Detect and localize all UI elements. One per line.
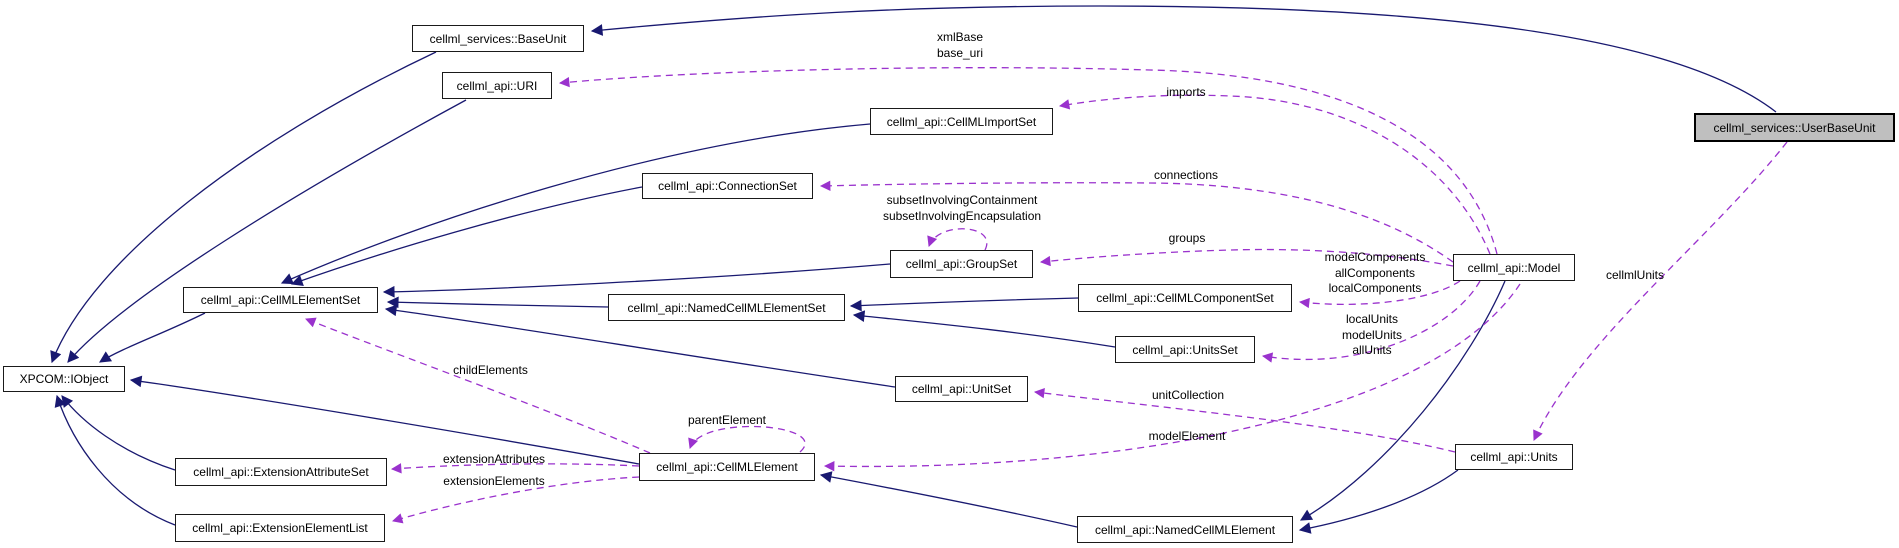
edge-baseunit-to-iobject (50, 51, 437, 364)
node-namedcellmlelement[interactable]: cellml_api::NamedCellMLElement (1077, 516, 1293, 543)
edge-groupset-to-elementset (382, 263, 891, 298)
node-extensionelementlist[interactable]: cellml_api::ExtensionElementList (175, 514, 385, 542)
edge-model-to-cellmlelement-modelelement (823, 283, 1521, 472)
edge-label-units-members: localUnits modelUnits allUnits (1341, 312, 1403, 357)
edge-label-cellmlunits: cellmlUnits (1605, 268, 1664, 282)
edge-userbaseunit-to-units-cellmlunits (1533, 141, 1788, 441)
edge-label-imports: imports (1166, 85, 1206, 99)
node-iobject[interactable]: XPCOM::IObject (3, 366, 125, 392)
edge-label-groups: groups (1168, 231, 1206, 245)
edge-label-components: modelComponents allComponents localCompo… (1324, 250, 1426, 295)
edge-unitsset-to-namedset (852, 310, 1116, 348)
edge-label-parentelement: parentElement (687, 413, 767, 427)
node-baseunit[interactable]: cellml_services::BaseUnit (412, 25, 584, 52)
node-connectionset[interactable]: cellml_api::ConnectionSet (642, 173, 813, 199)
edge-elementset-to-iobject (99, 312, 206, 363)
edge-cellmlelement-to-extattrset (390, 463, 640, 474)
edge-userbaseunit-to-baseunit (590, 5, 1777, 113)
node-units[interactable]: cellml_api::Units (1455, 444, 1573, 470)
edge-units-to-unitset-unitcollection (1033, 387, 1456, 453)
edge-label-extensionattributes: extensionAttributes (442, 452, 546, 466)
node-namedcellmlelementset[interactable]: cellml_api::NamedCellMLElementSet (608, 294, 845, 321)
edge-extattrset-to-iobject (61, 395, 176, 471)
node-cellmlelementset[interactable]: cellml_api::CellMLElementSet (183, 287, 378, 313)
edge-label-modelelement: modelElement (1148, 429, 1226, 443)
node-cellmlcomponentset[interactable]: cellml_api::CellMLComponentSet (1078, 284, 1292, 312)
edge-model-to-connectionset-connections (819, 180, 1454, 263)
edge-unitset-to-elementset (384, 304, 896, 388)
node-unitset[interactable]: cellml_api::UnitSet (895, 376, 1028, 402)
edge-groupset-selfloop-subset (927, 228, 988, 251)
edge-cellmlelement-to-extelemlist (392, 476, 640, 524)
edge-componentset-to-namedset (849, 297, 1079, 312)
edge-label-subset-involving: subsetInvolvingContainment subsetInvolvi… (882, 193, 1042, 223)
node-unitsset[interactable]: cellml_api::UnitsSet (1115, 336, 1255, 363)
edge-extelemlist-to-iobject (54, 394, 176, 526)
edge-label-extensionelements: extensionElements (443, 474, 545, 488)
edge-importset-to-elementset (280, 123, 871, 285)
edge-label-connections: connections (1153, 168, 1219, 182)
node-userbaseunit: cellml_services::UserBaseUnit (1694, 113, 1895, 142)
edge-model-to-unitsset-units (1261, 280, 1481, 363)
edge-model-to-importset-imports (1058, 94, 1491, 255)
edge-cellmlelement-to-elementset-childelements (305, 317, 651, 454)
node-extensionattributeset[interactable]: cellml_api::ExtensionAttributeSet (175, 458, 387, 486)
edge-connectionset-to-elementset (290, 186, 643, 286)
node-cellmlimportset[interactable]: cellml_api::CellMLImportSet (870, 108, 1053, 135)
node-uri[interactable]: cellml_api::URI (442, 72, 552, 99)
edge-label-xmlbase-baseuri: xmlBase base_uri (936, 30, 984, 60)
edge-label-childelements: childElements (453, 363, 528, 377)
edge-cellmlelement-to-iobject (129, 375, 640, 465)
edge-model-to-namedelement (1299, 280, 1506, 521)
node-groupset[interactable]: cellml_api::GroupSet (890, 250, 1033, 278)
edge-namedelement-to-cellmlelement (819, 471, 1078, 528)
node-cellmlelement[interactable]: cellml_api::CellMLElement (639, 453, 815, 481)
node-model[interactable]: cellml_api::Model (1453, 254, 1575, 281)
edge-namedset-to-elementset (386, 296, 609, 309)
edge-model-to-uri-xmlbase (558, 67, 1498, 255)
edge-label-unitcollection: unitCollection (1151, 388, 1225, 402)
edge-model-to-componentset-components (1298, 280, 1461, 309)
edge-uri-to-iobject (67, 99, 467, 363)
edge-units-to-namedelement (1298, 469, 1459, 534)
edge-cellmlelement-selfloop-parentelement (688, 425, 806, 453)
